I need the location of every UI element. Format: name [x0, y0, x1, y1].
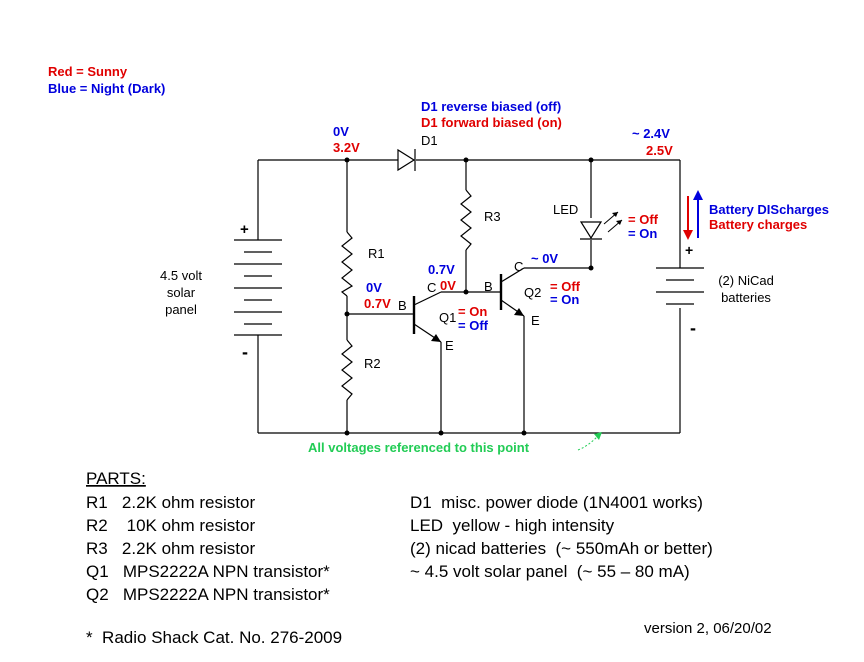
parts-left-item: Q1 MPS2222A NPN transistor*: [86, 562, 330, 581]
parts-left-item: R2 10K ohm resistor: [86, 516, 255, 535]
q2-label: Q2: [524, 285, 541, 300]
right-node-sunny: 2.5V: [646, 143, 673, 158]
q1-base-label: B: [398, 298, 407, 313]
r1-label: R1: [368, 246, 385, 261]
charge-arrows: [683, 190, 703, 240]
solar-label-line2: solar: [167, 285, 196, 300]
battery-symbol: [656, 267, 704, 305]
d1-reverse-note: D1 reverse biased (off): [421, 99, 561, 114]
resistor-r3: [460, 189, 472, 251]
q1-emitter-label: E: [445, 338, 454, 353]
q2-base-node-sunny: 0V: [440, 278, 456, 293]
q2-state-off: = Off: [550, 279, 581, 294]
left-node-sunny: 3.2V: [333, 140, 360, 155]
parts-right-item: LED yellow - high intensity: [410, 516, 615, 535]
junction-dots: [344, 157, 594, 436]
resistor-r2: [341, 339, 353, 401]
right-node-night: ~ 2.4V: [632, 126, 670, 141]
r1-node-night: 0V: [366, 280, 382, 295]
wires: [257, 159, 681, 434]
parts-right-item: (2) nicad batteries (~ 550mAh or better): [410, 539, 713, 558]
resistor-r1: [340, 231, 354, 297]
battery-label-line1: (2) NiCad: [718, 273, 774, 288]
legend-night: Blue = Night (Dark): [48, 81, 165, 96]
solar-label-line3: panel: [165, 302, 197, 317]
left-node-night: 0V: [333, 124, 349, 139]
q1-label: Q1: [439, 310, 456, 325]
led-diode: [579, 211, 623, 240]
transistor-q1: [412, 291, 442, 352]
solar-plus: +: [240, 221, 249, 238]
reference-note: All voltages referenced to this point: [308, 440, 530, 455]
led-label: LED: [553, 202, 578, 217]
q2-base-node-night: 0.7V: [428, 262, 455, 277]
battery-minus: -: [690, 318, 696, 338]
q2-state-on: = On: [550, 292, 579, 307]
solar-minus: -: [242, 342, 248, 362]
transistor-q2: [499, 267, 525, 317]
r2-label: R2: [364, 356, 381, 371]
parts-left-item: R3 2.2K ohm resistor: [86, 539, 255, 558]
r1-node-sunny: 0.7V: [364, 296, 391, 311]
q2-emitter-label: E: [531, 313, 540, 328]
parts-footnote: * Radio Shack Cat. No. 276-2009: [86, 628, 342, 647]
q2-base-label: B: [484, 279, 493, 294]
parts-right-item: D1 misc. power diode (1N4001 works): [410, 493, 703, 512]
parts-heading: PARTS:: [86, 469, 146, 488]
r3-label: R3: [484, 209, 501, 224]
q1-state-off: = Off: [458, 318, 489, 333]
q1-state-on: = On: [458, 304, 487, 319]
diode-d1: [397, 148, 416, 172]
led-state-on: = On: [628, 226, 657, 241]
q1-collector-label: C: [427, 280, 436, 295]
solar-label-line1: 4.5 volt: [160, 268, 202, 283]
battery-plus: +: [685, 242, 693, 258]
d1-forward-note: D1 forward biased (on): [421, 115, 562, 130]
battery-label-line2: batteries: [721, 290, 771, 305]
parts-right-item: ~ 4.5 volt solar panel (~ 55 – 80 mA): [410, 562, 690, 581]
battery-discharges-note: Battery DIScharges: [709, 202, 829, 217]
q2-collector-label: C: [514, 259, 523, 274]
reference-arrow: [577, 432, 602, 451]
led-state-off: = Off: [628, 212, 659, 227]
parts-left-item: R1 2.2K ohm resistor: [86, 493, 255, 512]
solar-panel-symbol: [234, 239, 282, 336]
battery-charges-note: Battery charges: [709, 217, 807, 232]
q2-collector-node-night: ~ 0V: [531, 251, 558, 266]
version-note: version 2, 06/20/02: [644, 620, 772, 637]
parts-left-item: Q2 MPS2222A NPN transistor*: [86, 585, 330, 604]
legend-sunny: Red = Sunny: [48, 64, 128, 79]
d1-label: D1: [421, 133, 438, 148]
